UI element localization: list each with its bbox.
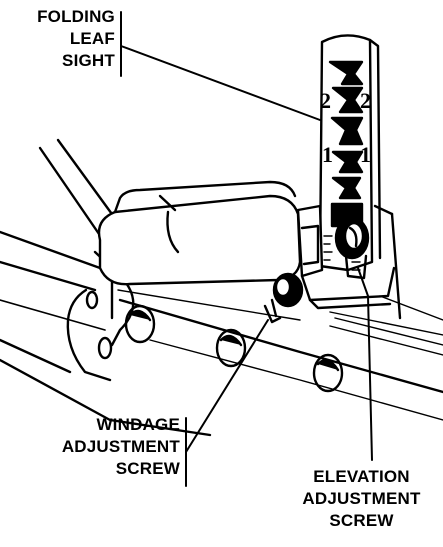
- label-line: SIGHT: [62, 51, 115, 70]
- label-line: SCREW: [115, 459, 180, 478]
- elevation-knob: [334, 216, 370, 280]
- folding-leaf: [318, 34, 382, 272]
- leaf-number-1-left: 1: [322, 142, 333, 167]
- label-line: ELEVATION: [313, 467, 410, 486]
- receiver-body: [0, 138, 443, 437]
- label-line: FOLDING: [37, 7, 115, 26]
- leaf-numbers: 2 2 1 1: [320, 88, 371, 167]
- elevation-leader: [357, 267, 373, 461]
- windage-leader: [185, 319, 269, 453]
- folding-leaf-sight-label: FOLDING LEAF SIGHT: [0, 6, 115, 72]
- receiver-holes: [124, 304, 344, 393]
- windage-adjustment-screw-label: WINDAGE ADJUSTMENT SCREW: [0, 414, 180, 480]
- leader-lines: [120, 11, 373, 487]
- label-line: SCREW: [329, 511, 394, 530]
- leaf-number-2-right: 2: [360, 88, 371, 113]
- label-line: LEAF: [69, 29, 115, 48]
- label-line: ADJUSTMENT: [61, 437, 180, 456]
- label-line: ADJUSTMENT: [302, 489, 421, 508]
- folding-leaf-leader: [120, 45, 321, 121]
- label-line: WINDAGE: [96, 415, 180, 434]
- windage-knob-assembly: [97, 180, 304, 324]
- leaf-number-2-left: 2: [320, 88, 331, 113]
- sight-base: [296, 204, 396, 310]
- elevation-adjustment-screw-label: ELEVATION ADJUSTMENT SCREW: [280, 466, 443, 532]
- leaf-number-1-right: 1: [360, 142, 371, 167]
